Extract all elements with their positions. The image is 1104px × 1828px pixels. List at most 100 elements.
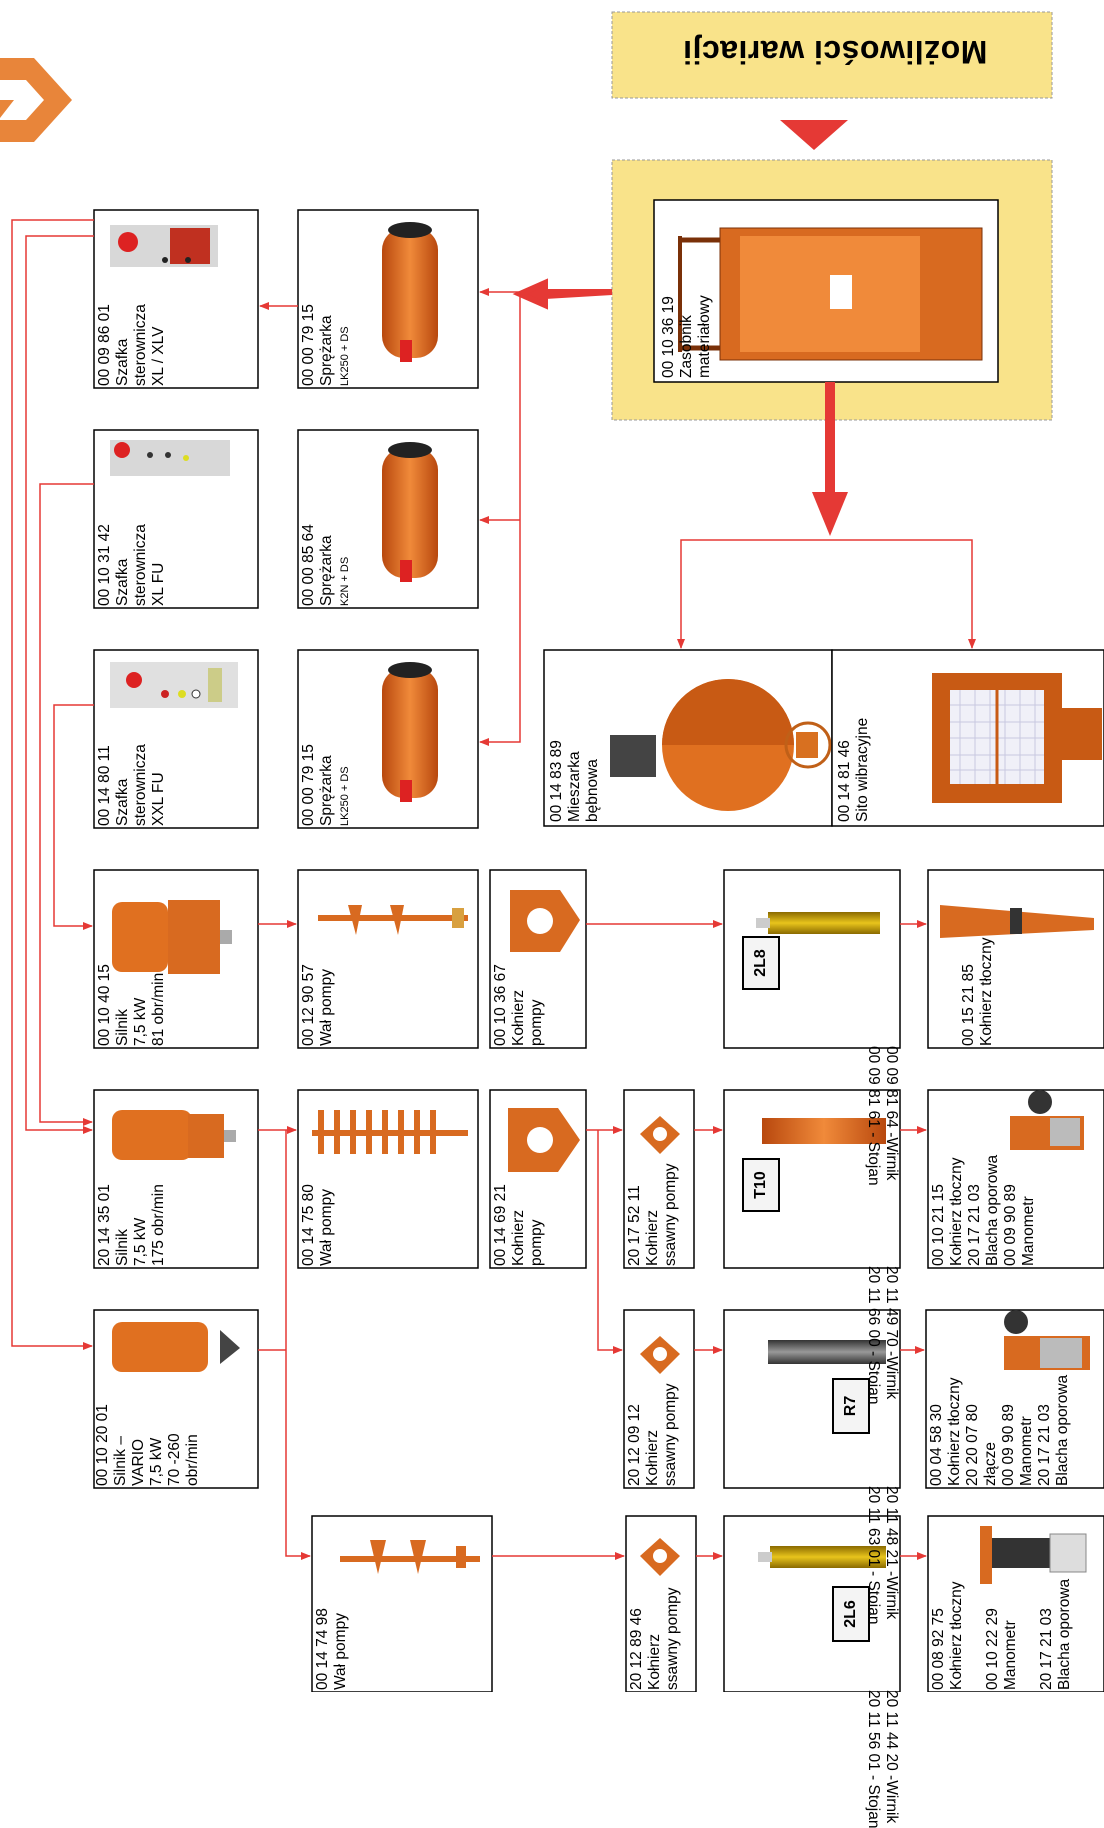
motor-3-l1: Silnik – [112, 1404, 130, 1486]
cabinet-1-label: 00 09 86 01 Szafka sterownicza XL / XLV [96, 304, 168, 386]
pump-1-badge: 2L8 [742, 936, 780, 990]
sieve-name: Sito wibracyjne [854, 718, 872, 822]
flange-pump-2-label: 00 14 69 21 Kołnierz pompy [492, 1184, 546, 1266]
cabinet-2-l2: sterownicza [132, 524, 150, 606]
pump-4-badge-text: 2L6 [842, 1600, 860, 1628]
compressor-2-label: 00 00 85 64 Sprężarka K2N + DS [300, 524, 354, 606]
flange-pump-1-l1: Kołnierz [510, 964, 528, 1046]
pump-2-badge: T10 [742, 1158, 780, 1212]
outlet-2-line-6: Manometr [1020, 1155, 1038, 1266]
cabinet-1-l1: Szafka [114, 304, 132, 386]
hopper-name2: materiałowy [696, 295, 714, 378]
outlet-4-label: 00 08 92 75 Kołnierz tłoczny 00 10 22 29… [930, 1579, 1074, 1690]
outlet-4-line-5: Manometr [1002, 1579, 1020, 1690]
outlet-1-line-1: 00 15 21 85 [960, 937, 978, 1046]
outlet-2-line-1: 00 10 21 15 [930, 1155, 948, 1266]
flange-pump-1-l2: pompy [528, 964, 546, 1046]
cabinet-1-l3: XL / XLV [150, 304, 168, 386]
outlet-2-label: 00 10 21 15 Kołnierz tłoczny 20 17 21 03… [930, 1155, 1038, 1266]
hopper-code: 00 10 36 19 [660, 295, 678, 378]
cabinet-2-label: 00 10 31 42 Szafka sterownicza XL FU [96, 524, 168, 606]
flange-suction-3-code: 20 12 89 46 [628, 1587, 646, 1690]
flange-suction-1-l1: Kołnierz [644, 1163, 662, 1266]
outlet-3-line-6: Manometr [1018, 1375, 1036, 1486]
pump-2-badge-text: T10 [752, 1171, 770, 1199]
outlet-3-line-3: 20 20 07 80 [964, 1375, 982, 1486]
cabinet-1-l2: sterownicza [132, 304, 150, 386]
shaft-3-name: Wał pompy [332, 1608, 350, 1690]
outlet-4-line-8: Blacha oporowa [1056, 1579, 1074, 1690]
motor-1-label: 00 10 40 15 Silnik 7,5 kW 81 obr/min [96, 964, 168, 1046]
motor-3-label: 00 10 20 01 Silnik – VARIO 7,5 kW 70 -26… [94, 1404, 202, 1486]
outlet-1-label: 00 15 21 85 Kołnierz tłoczny [960, 937, 996, 1046]
outlet-4-line-6 [1020, 1579, 1038, 1690]
shaft-2-name: Wał pompy [318, 1184, 336, 1266]
outlet-3-line-7: 20 17 21 03 [1036, 1375, 1054, 1486]
pump-3-badge-text: R7 [842, 1396, 860, 1416]
motor-1-code: 00 10 40 15 [96, 964, 114, 1046]
motor-3-l3: 7,5 kW [148, 1404, 166, 1486]
flange-suction-2-label: 20 12 09 12 Kołnierz ssawny pompy [626, 1383, 680, 1486]
cabinet-3-label: 00 14 80 11 Szafka sterownicza XXL FU [96, 744, 168, 826]
sieve-label: 00 14 81 46 Sito wibracyjne [836, 718, 872, 822]
cabinet-3-l2: sterownicza [132, 744, 150, 826]
cabinet-3-code: 00 14 80 11 [96, 744, 114, 826]
outlet-3-line-5: 00 09 90 89 [1000, 1375, 1018, 1486]
shaft-1-name: Wał pompy [318, 964, 336, 1046]
outlet-4-line-1: 00 08 92 75 [930, 1579, 948, 1690]
shaft-2-code: 00 14 75 80 [300, 1184, 318, 1266]
motor-2-l1: Silnik [114, 1184, 132, 1266]
shaft-1-code: 00 12 90 57 [300, 964, 318, 1046]
page-title: Możliwości wariacji [655, 33, 1015, 70]
flange-pump-2-code: 00 14 69 21 [492, 1184, 510, 1266]
outlet-3-line-8: Blacha oporowa [1054, 1375, 1072, 1486]
cabinet-3-l1: Szafka [114, 744, 132, 826]
cabinet-1-code: 00 09 86 01 [96, 304, 114, 386]
motor-3-l4: 70 -260 [166, 1404, 184, 1486]
shaft-3-label: 00 14 74 98 Wał pompy [314, 1608, 350, 1690]
mixer-code: 00 14 83 89 [548, 740, 566, 822]
compressor-1-l2: LK250 + DS [336, 304, 354, 386]
motor-2-code: 20 14 35 01 [96, 1184, 114, 1266]
outlet-2-line-4: Blacha oporowa [984, 1155, 1002, 1266]
outlet-2-line-2: Kołnierz tłoczny [948, 1155, 966, 1266]
cabinet-2-l1: Szafka [114, 524, 132, 606]
outlet-3-line-2: Kołnierz tłoczny [946, 1375, 964, 1486]
flange-pump-1-code: 00 10 36 67 [492, 964, 510, 1046]
flange-suction-2-l2: ssawny pompy [662, 1383, 680, 1486]
outlet-1-line-2: Kołnierz tłoczny [978, 937, 996, 1046]
outlet-4-line-4: 00 10 22 29 [984, 1579, 1002, 1690]
outlet-4-line-3 [966, 1579, 984, 1690]
sieve-code: 00 14 81 46 [836, 718, 854, 822]
cabinet-3-l3: XXL FU [150, 744, 168, 826]
motor-2-l2: 7,5 kW [132, 1184, 150, 1266]
outlet-3-line-1: 00 04 58 30 [928, 1375, 946, 1486]
motor-2-l3: 175 obr/min [150, 1184, 168, 1266]
compressor-3-l1: Sprężarka [318, 744, 336, 826]
motor-3-l5: obr/min [184, 1404, 202, 1486]
compressor-3-l2: LK250 + DS [336, 744, 354, 826]
mixer-name: Mieszarka [566, 740, 584, 822]
cabinet-2-l3: XL FU [150, 524, 168, 606]
mixer-label: 00 14 83 89 Mieszarka bębnowa [548, 740, 602, 822]
motor-1-l3: 81 obr/min [150, 964, 168, 1046]
pump-3-badge: R7 [832, 1378, 870, 1434]
pump-1-badge-text: 2L8 [752, 949, 770, 977]
flange-suction-1-code: 20 17 52 11 [626, 1163, 644, 1266]
cabinet-2-code: 00 10 31 42 [96, 524, 114, 606]
flange-suction-3-label: 20 12 89 46 Kołnierz ssawny pompy [628, 1587, 682, 1690]
compressor-1-code: 00 00 79 15 [300, 304, 318, 386]
compressor-1-l1: Sprężarka [318, 304, 336, 386]
flange-suction-3-l1: Kołnierz [646, 1587, 664, 1690]
hopper-name: Zasobnik [678, 295, 696, 378]
pump-1-rotor: 00 09 81 64 -Wirnik [882, 1046, 900, 1186]
pump-1-text: 00 09 81 64 -Wirnik 00 09 81 61 - Stojan [864, 1046, 900, 1186]
flange-pump-2-l2: pompy [528, 1184, 546, 1266]
pump-4-text: 20 11 44 20 -Wirnik 20 11 56 01 - Stojan [864, 1690, 900, 1828]
outlet-3-label: 00 04 58 30 Kołnierz tłoczny 20 20 07 80… [928, 1375, 1072, 1486]
motor-2-label: 20 14 35 01 Silnik 7,5 kW 175 obr/min [96, 1184, 168, 1266]
compressor-1-label: 00 00 79 15 Sprężarka LK250 + DS [300, 304, 354, 386]
compressor-2-l1: Sprężarka [318, 524, 336, 606]
compressor-2-l2: K2N + DS [336, 524, 354, 606]
pump-1-stator: 00 09 81 61 - Stojan [864, 1046, 882, 1186]
